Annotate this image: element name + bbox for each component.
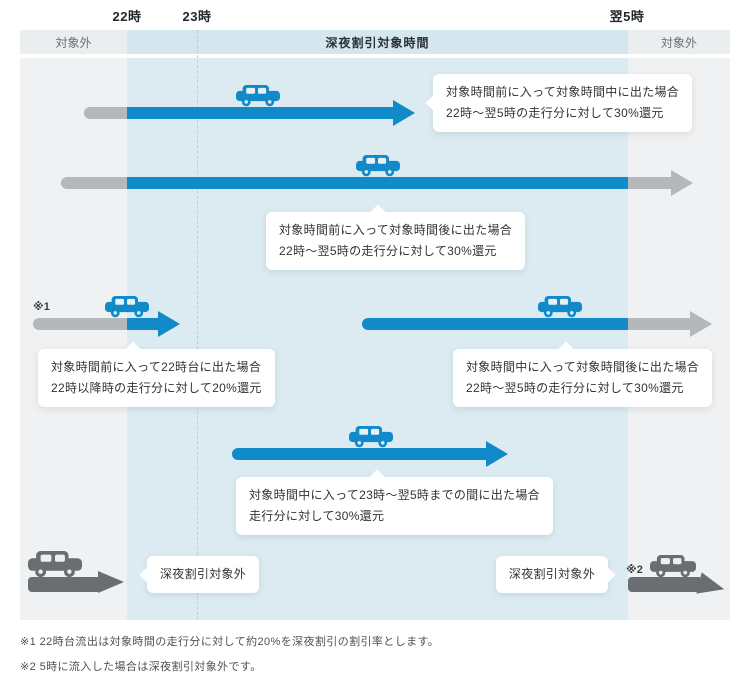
bubble-before-in-after-out: 対象時間前に入って対象時間後に出た場合 22時〜翌5時の走行分に対して30%還元: [266, 204, 526, 270]
row2-bar-gray-right: [628, 177, 671, 189]
ref2-marker: ※2: [626, 564, 643, 576]
right-ramp: [628, 577, 700, 592]
bubble-line: 22時〜翌5時の走行分に対して30%還元: [466, 381, 684, 395]
bubble-line: 深夜割引対象外: [508, 567, 595, 581]
row3l-bar-gray: [33, 318, 127, 330]
bg-outside-right: [628, 58, 730, 620]
car-icon-dark: [650, 555, 696, 578]
row1-bar-gray: [84, 107, 127, 119]
bubble-line: 対象時間中に入って対象時間後に出た場合: [466, 360, 700, 374]
time-label-22: 22時: [112, 9, 142, 24]
row2-arrowhead-icon: [671, 170, 693, 196]
row4-arrowhead-icon: [486, 441, 508, 467]
bubble-excluded-left: 深夜割引対象外: [139, 556, 260, 593]
left-ramp: [28, 577, 98, 592]
bubble-during-in-during-out: 対象時間中に入って23時〜翌5時までの間に出た場合 走行分に対して30%還元: [236, 469, 553, 535]
car-icon: [105, 296, 149, 318]
row3l-bar-blue: [127, 318, 158, 330]
row3r-bar-gray: [628, 318, 690, 330]
time-label-23: 23時: [182, 9, 212, 24]
footnote-1: ※1 22時台流出は対象時間の走行分に対して約20%を深夜割引の割引率とします。: [20, 636, 440, 648]
23h-dashed-line: [197, 30, 198, 620]
bubble-line: 対象時間中に入って23時〜翌5時までの間に出た場合: [249, 488, 540, 502]
header-outside-left: 対象外: [20, 30, 127, 56]
bubble-line: 22時以降時の走行分に対して20%還元: [51, 381, 262, 395]
bubble-line: 22時〜翌5時の走行分に対して30%還元: [446, 106, 664, 120]
bubble-line: 深夜割引対象外: [160, 567, 247, 581]
car-icon: [236, 85, 280, 107]
bubble-before-in-during-out: 対象時間前に入って対象時間中に出た場合 22時〜翌5時の走行分に対して30%還元: [425, 74, 693, 132]
row3r-bar-blue: [362, 318, 628, 330]
row1-arrowhead-icon: [393, 100, 415, 126]
header-discount-period: 深夜割引対象時間: [127, 30, 628, 56]
row3r-arrowhead-icon: [690, 311, 712, 337]
footnote-2: ※2 5時に流入した場合は深夜割引対象外です。: [20, 661, 262, 673]
bubble-excluded-right: 深夜割引対象外: [495, 556, 616, 593]
row4-bar-blue: [232, 448, 486, 460]
row2-bar-blue: [127, 177, 628, 189]
bubble-line: 対象時間前に入って22時台に出た場合: [51, 360, 262, 374]
car-icon: [356, 155, 400, 177]
bubble-line: 22時〜翌5時の走行分に対して30%還元: [279, 244, 497, 258]
bubble-line: 走行分に対して30%還元: [249, 509, 385, 523]
bg-discount-period: [127, 58, 628, 620]
bubble-during-in-after-out: 対象時間中に入って対象時間後に出た場合 22時〜翌5時の走行分に対して30%還元: [453, 341, 713, 407]
bubble-line: 対象時間前に入って対象時間中に出た場合: [446, 85, 680, 99]
time-label-next5: 翌5時: [609, 9, 645, 24]
bg-outside-left: [20, 58, 127, 620]
car-icon-dark: [28, 551, 82, 578]
car-icon: [538, 296, 582, 318]
ref1-marker: ※1: [33, 301, 50, 313]
bubble-before-in-22-out: 対象時間前に入って22時台に出た場合 22時以降時の走行分に対して20%還元: [38, 341, 275, 407]
car-icon: [349, 426, 393, 448]
bubble-line: 対象時間前に入って対象時間後に出た場合: [279, 223, 513, 237]
header-outside-right: 対象外: [628, 30, 730, 56]
row3l-arrowhead-icon: [158, 311, 180, 337]
left-ramp-arrowhead-icon: [98, 571, 124, 593]
row2-bar-gray-left: [61, 177, 127, 189]
row1-bar-blue: [127, 107, 393, 119]
